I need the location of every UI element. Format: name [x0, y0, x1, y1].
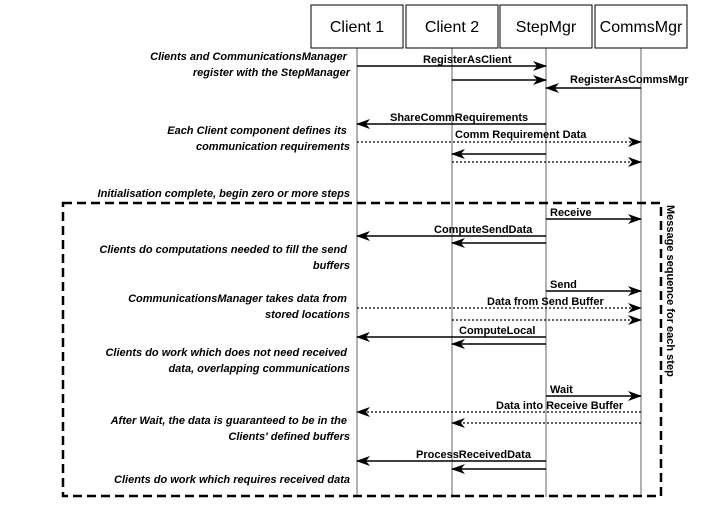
note-final: Clients do work which requires received … — [114, 474, 350, 486]
participant-label: Client 1 — [330, 19, 384, 36]
message-label: Receive — [550, 207, 592, 219]
message-label: ProcessReceivedData — [416, 449, 532, 461]
note-takes: CommunicationsManager takes data from st… — [128, 293, 350, 321]
participant-stepmgr: StepMgr — [499, 4, 593, 49]
note-line: Each Client component defines its — [167, 125, 347, 137]
note-init: Initialisation complete, begin zero or m… — [98, 188, 350, 200]
message-label: Data into Receive Buffer — [496, 400, 624, 412]
message-label: Data from Send Buffer — [487, 296, 604, 308]
message-label: ComputeSendData — [434, 224, 533, 236]
note-afterwait: After Wait, the data is guaranteed to be… — [110, 415, 350, 443]
note-line: CommunicationsManager takes data from — [128, 293, 347, 305]
message-label: Send — [550, 279, 577, 291]
note-compute: Clients do computations needed to fill t… — [99, 244, 350, 272]
loop-frame — [61, 201, 663, 498]
message-label: RegisterAsClient — [423, 54, 512, 66]
note-line: Clients' defined buffers — [228, 431, 350, 443]
participant-label: CommsMgr — [600, 19, 683, 36]
note-line: Clients do work which does not need rece… — [105, 347, 347, 359]
note-line: data, overlapping communications — [168, 363, 350, 375]
message-label: ShareCommRequirements — [390, 112, 528, 124]
message-label: Wait — [550, 384, 573, 396]
participant-label: Client 2 — [425, 19, 479, 36]
note-register: Clients and CommunicationsManager regist… — [150, 51, 351, 79]
loop-label: Message sequence for each step — [664, 205, 676, 377]
note-line: After Wait, the data is guaranteed to be… — [110, 415, 347, 427]
message-label: RegisterAsCommsMgr — [570, 74, 689, 86]
participant-client2: Client 2 — [405, 4, 499, 49]
note-line: Clients do computations needed to fill t… — [99, 244, 347, 256]
note-line: Initialisation complete, begin zero or m… — [98, 188, 350, 200]
note-line: stored locations — [265, 309, 350, 321]
message-label: Comm Requirement Data — [455, 129, 587, 141]
note-line: Clients and CommunicationsManager — [150, 51, 348, 63]
note-work: Clients do work which does not need rece… — [105, 347, 350, 375]
participant-client1: Client 1 — [310, 4, 404, 49]
message-label: ComputeLocal — [459, 325, 535, 337]
note-define: Each Client component defines its commun… — [167, 125, 350, 153]
participant-label: StepMgr — [516, 19, 577, 36]
note-line: buffers — [313, 260, 350, 272]
note-line: Clients do work which requires received … — [114, 474, 350, 486]
note-line: register with the StepManager — [193, 67, 351, 79]
participant-commsmgr: CommsMgr — [594, 4, 688, 49]
note-line: communication requirements — [196, 141, 350, 153]
